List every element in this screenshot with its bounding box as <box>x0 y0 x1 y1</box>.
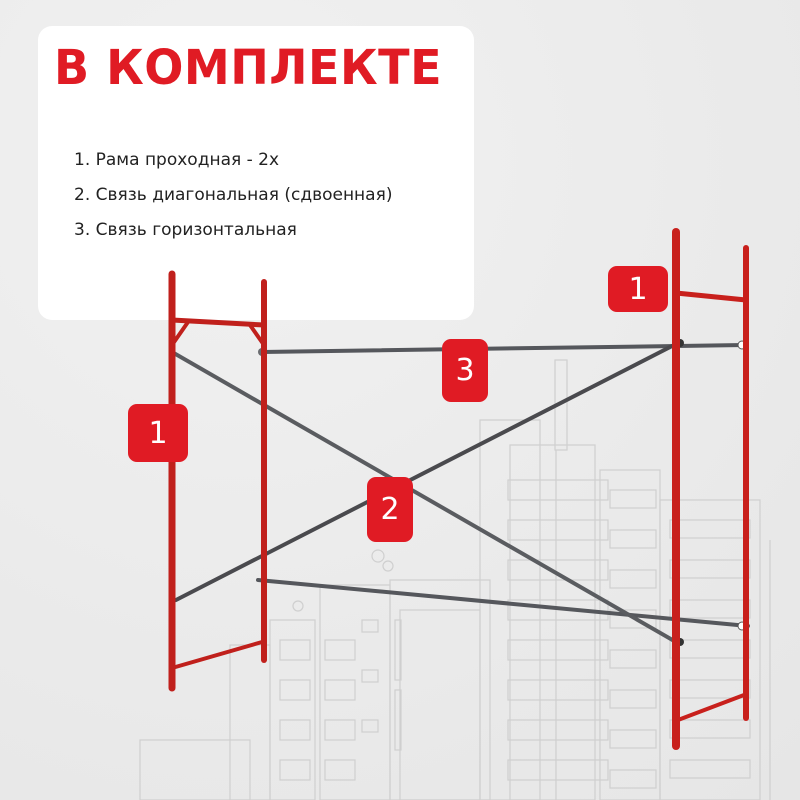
left-frame <box>168 270 267 692</box>
diagonal-brace-1 <box>170 350 678 644</box>
page-title: В КОМПЛЕКТЕ <box>54 40 443 96</box>
contents-list: 1. Рама проходная - 2х 2. Связь диагонал… <box>74 146 392 251</box>
list-item-diagonal-brace: 2. Связь диагональная (сдвоенная) <box>74 185 393 205</box>
list-item-horizontal-brace: 3. Связь горизонтальная <box>74 220 297 240</box>
badge-diagonal-brace: 2 <box>367 477 413 542</box>
badge-right-frame: 1 <box>608 266 668 312</box>
horizontal-brace-top <box>260 343 747 354</box>
horizontal-brace-bottom <box>256 578 750 628</box>
badge-left-frame: 1 <box>128 404 188 462</box>
badge-horizontal-brace: 3 <box>442 339 488 402</box>
contents-card <box>38 26 474 320</box>
right-frame <box>672 228 749 750</box>
diagonal-brace-2 <box>174 342 678 602</box>
list-item-frame: 1. Рама проходная - 2х <box>74 150 280 170</box>
